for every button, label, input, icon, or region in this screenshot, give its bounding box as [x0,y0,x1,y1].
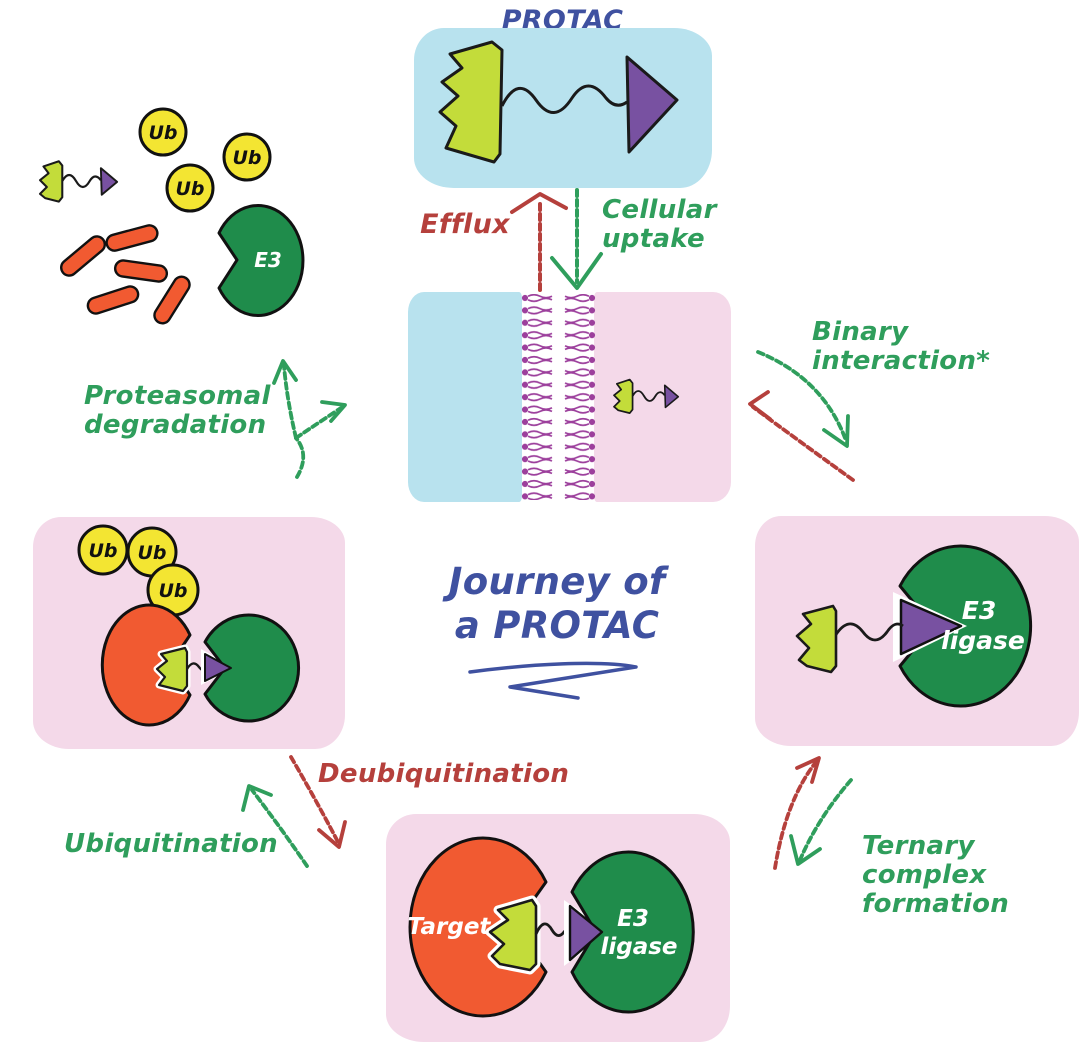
ternary-forward-arrow [789,778,853,866]
linker-shape [500,84,628,114]
binary-reverse-arrow [748,390,855,482]
deubiquitination-label: Deubiquitination [318,759,570,789]
efflux-arrow [510,192,568,292]
e3-binder-shape [625,55,679,154]
peptide-fragment [113,259,169,283]
ubiquitin-label: Ub [232,147,261,169]
proteasomal-degradation-arrow [272,359,347,479]
protac-in-cell [613,378,680,415]
ubiquitination-label: Ubiquitination [64,829,278,859]
ubiquitin-shape [165,163,215,213]
target-protein-shape [100,603,192,727]
ubiquitin-label: Ub [158,580,187,602]
warhead-shape [795,604,838,674]
e3-ligase-label-line2: ligase [600,934,677,960]
e3-label: E3 [254,248,282,272]
e3-ligase-shape [203,613,301,723]
ternary-complex-label: Ternary complex formation [862,831,1010,920]
e3-binder-shape [568,904,604,962]
e3-ligase-label-line1: E3 [962,596,996,625]
binary-interaction-label: Binary interaction* [812,317,991,377]
lipid-pattern-fill [518,294,599,500]
peptide-fragment [105,224,159,252]
e3-ligase-label-line2: ligase [941,626,1025,655]
e3-binder-shape [204,653,232,682]
warhead-shape [488,898,538,972]
recycled-protac [38,160,119,203]
peptide-fragment [153,275,191,325]
e3-ligase-shape [217,204,305,317]
e3-ligase-shape [570,850,695,1014]
ubiquitin-label: Ub [175,178,204,200]
diagram-title: Journey of a PROTAC [448,560,666,648]
ubiquitinated-complex: Ub Ub Ub [77,524,301,727]
degradation-products: Ub Ub Ub E3 [38,107,305,325]
extracellular-region [408,292,522,502]
e3-binder-shape [899,598,963,656]
warhead-shape [438,40,504,164]
title-underline-squiggle [468,661,638,700]
linker-shape [833,622,904,642]
ubiquitin-label: Ub [148,122,177,144]
peptide-fragments [60,224,191,325]
cellular-uptake-arrow [550,188,603,290]
ternary-reverse-arrow [773,756,821,870]
ubiquitin-shape [222,132,272,182]
proteasomal-degradation-label: Proteasomal degradation [84,381,271,441]
peptide-fragment [60,235,106,277]
cellular-uptake-label: Cellular uptake [602,195,717,255]
target-label: Target [408,914,492,940]
phospholipid-bilayer [518,294,599,500]
peptide-fragment [86,285,140,315]
warhead-shape [155,646,189,693]
protac-molecule [438,40,679,164]
efflux-label: Efflux [420,209,510,240]
ubiquitin-shape [138,107,188,157]
binary-complex: E3 ligase [795,544,1033,708]
ubiquitin-label: Ub [88,540,117,562]
e3-ligase-label-line1: E3 [617,906,649,932]
ternary-complex: Target E3 ligase [408,836,695,1018]
ubiquitin-label: Ub [137,542,166,564]
target-protein-shape [408,836,548,1018]
